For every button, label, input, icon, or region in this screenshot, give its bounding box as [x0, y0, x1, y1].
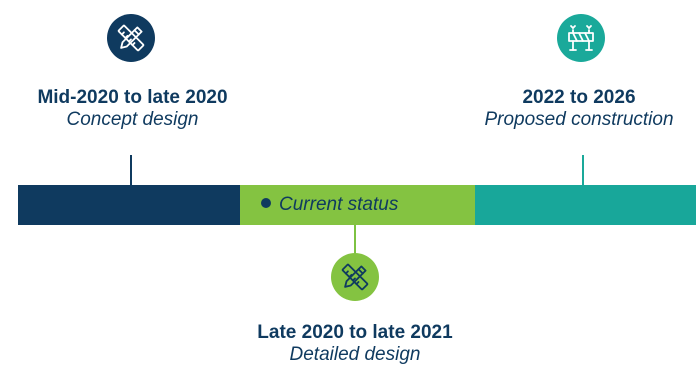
milestone-concept-connector — [130, 155, 132, 185]
milestone-construction-subtitle: Proposed construction — [484, 109, 674, 130]
milestone-detailed-subtitle: Detailed design — [289, 344, 421, 365]
road-barrier-icon — [557, 14, 605, 62]
milestone-construction-connector — [582, 155, 584, 185]
milestone-construction-title: 2022 to 2026 — [522, 87, 636, 108]
current-status-dot — [261, 197, 271, 208]
milestone-concept-subtitle: Concept design — [66, 109, 199, 130]
milestone-concept-title: Mid-2020 to late 2020 — [37, 87, 228, 108]
milestone-concept: Mid-2020 to late 2020 Concept design — [10, 87, 255, 131]
timeline-segment-detailed — [240, 185, 475, 225]
timeline-segment-construction — [475, 185, 696, 225]
current-status-label: Current status — [279, 194, 399, 215]
design-tools-icon — [331, 253, 379, 301]
timeline-segment-concept — [18, 185, 240, 225]
current-status-marker: Current status — [261, 185, 398, 225]
milestone-detailed-title: Late 2020 to late 2021 — [257, 322, 453, 343]
milestone-detailed-connector — [354, 225, 356, 255]
milestone-detailed: Late 2020 to late 2021 Detailed design — [225, 322, 485, 366]
design-tools-icon — [107, 14, 155, 62]
milestone-construction: 2022 to 2026 Proposed construction — [462, 87, 696, 131]
